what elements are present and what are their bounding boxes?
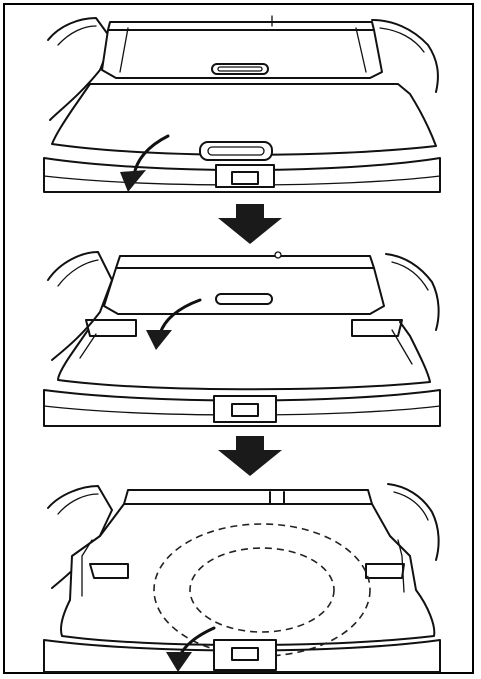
cover-handle (211, 63, 269, 75)
right-bracket (351, 319, 403, 337)
rear-bumper (43, 157, 441, 193)
rear-bumper (43, 389, 441, 427)
right-bracket (365, 563, 405, 579)
curved-arrow-icon (146, 330, 172, 350)
curved-arrow-icon (166, 652, 192, 672)
step-1-illustration (43, 15, 441, 193)
cover-rail (107, 21, 375, 31)
tailgate-latch (215, 164, 275, 188)
step-2-illustration (43, 251, 441, 427)
left-bracket (89, 563, 129, 579)
cover-rail (123, 489, 373, 505)
right-trim-panel (371, 19, 439, 93)
down-arrow-icon (218, 204, 282, 244)
rear-bumper (43, 639, 441, 673)
cover-rail (115, 255, 375, 269)
step-3-illustration (43, 483, 441, 673)
sheet-handle (199, 141, 273, 161)
cover-handle (215, 293, 273, 305)
spare-tire-hub-outline (189, 547, 335, 633)
cargo-floor (57, 321, 431, 391)
tonneau-cover (103, 267, 385, 315)
tailgate-latch (213, 395, 277, 423)
left-trim-panel (47, 251, 113, 361)
right-trim-panel (385, 253, 440, 331)
tailgate-latch (213, 639, 277, 671)
right-trim-panel (387, 483, 440, 561)
down-arrow-icon (218, 436, 282, 476)
curved-arrow-icon (120, 170, 146, 192)
left-bracket (85, 319, 137, 337)
tonneau-cover (101, 29, 383, 79)
left-trim-panel (47, 485, 113, 589)
